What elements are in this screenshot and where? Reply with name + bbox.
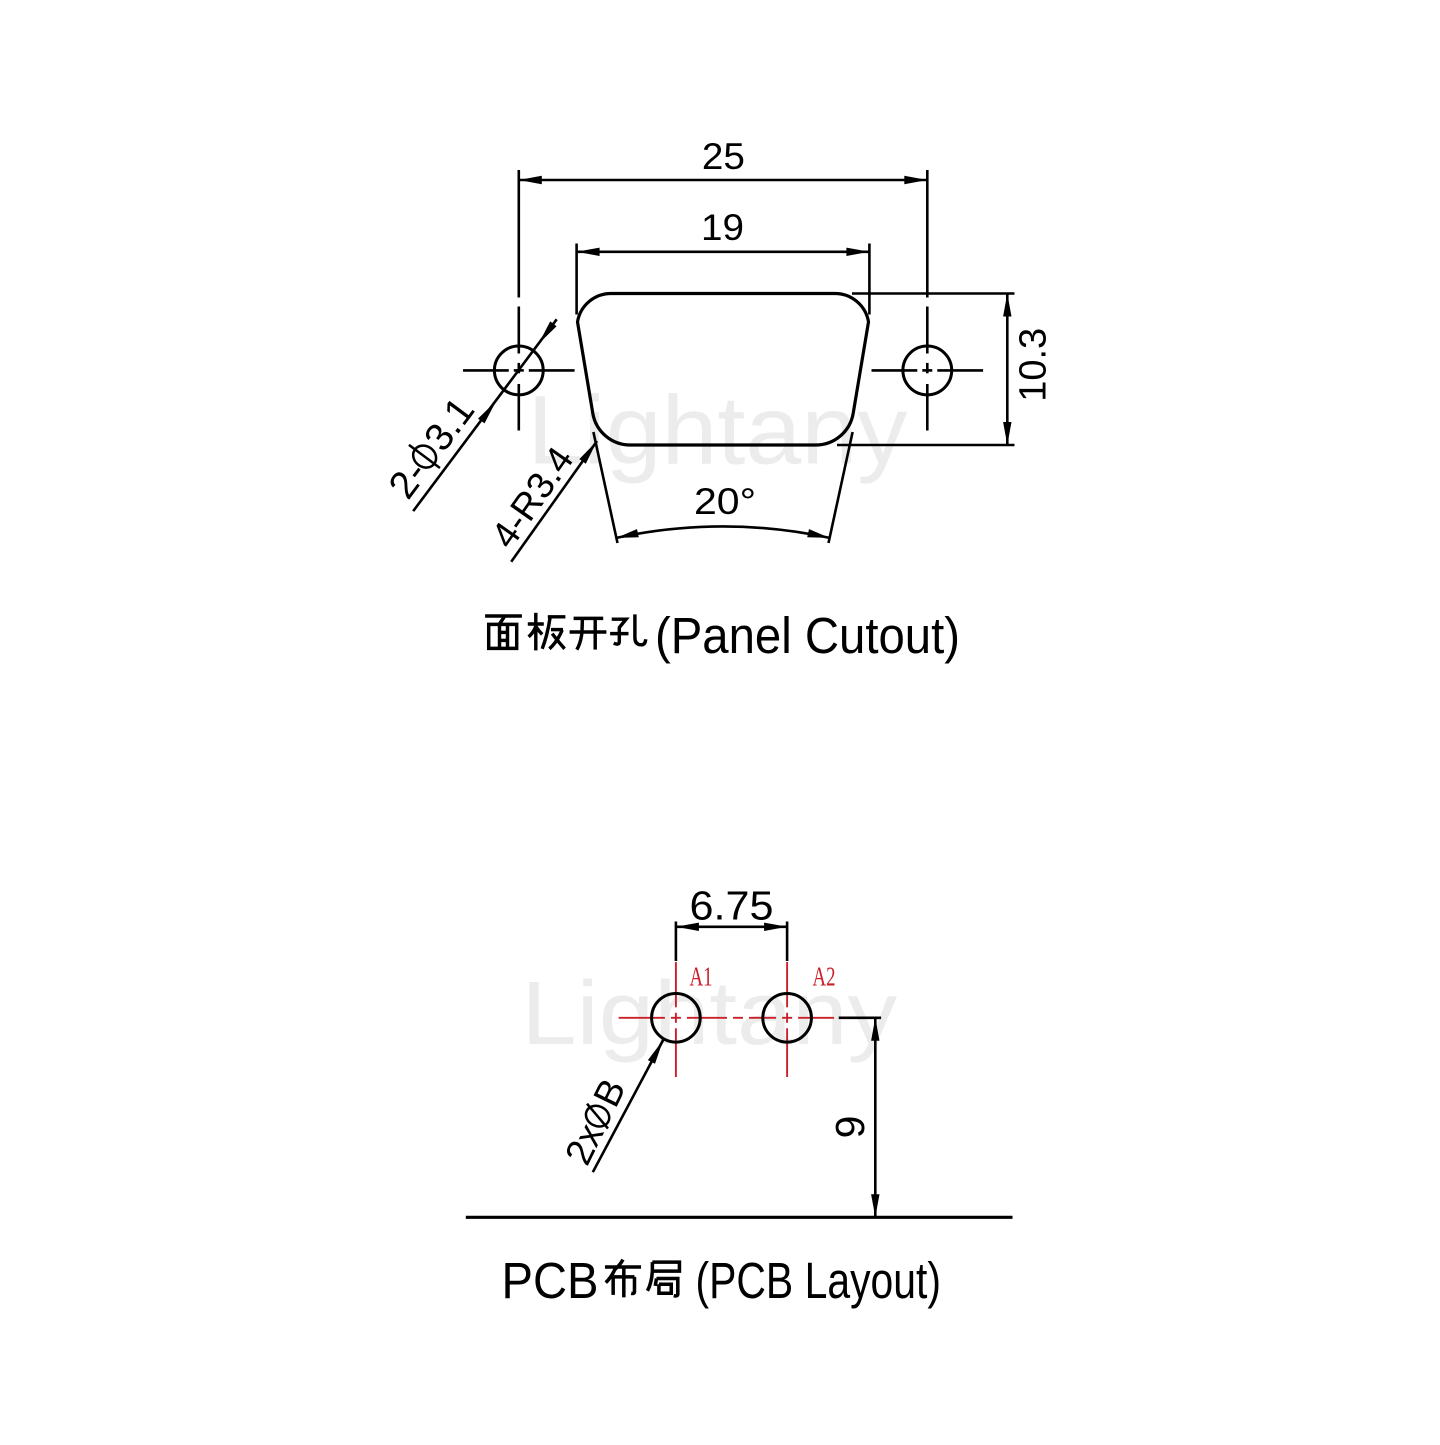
svg-text:Lightany: Lightany	[521, 964, 897, 1064]
svg-text:PCB: PCB	[502, 1252, 599, 1309]
svg-text:6.75: 6.75	[690, 883, 774, 929]
svg-text:(Panel Cutout): (Panel Cutout)	[655, 607, 960, 664]
svg-text:A1: A1	[690, 962, 713, 992]
svg-text:19: 19	[701, 207, 744, 248]
svg-text:9: 9	[827, 1116, 873, 1139]
svg-text:Lightany: Lightany	[527, 376, 908, 485]
svg-text:(PCB Layout): (PCB Layout)	[696, 1252, 942, 1309]
svg-text:10.3: 10.3	[1013, 328, 1055, 402]
svg-text:20°: 20°	[694, 481, 756, 522]
svg-text:A2: A2	[813, 962, 836, 992]
svg-text:25: 25	[702, 136, 745, 177]
